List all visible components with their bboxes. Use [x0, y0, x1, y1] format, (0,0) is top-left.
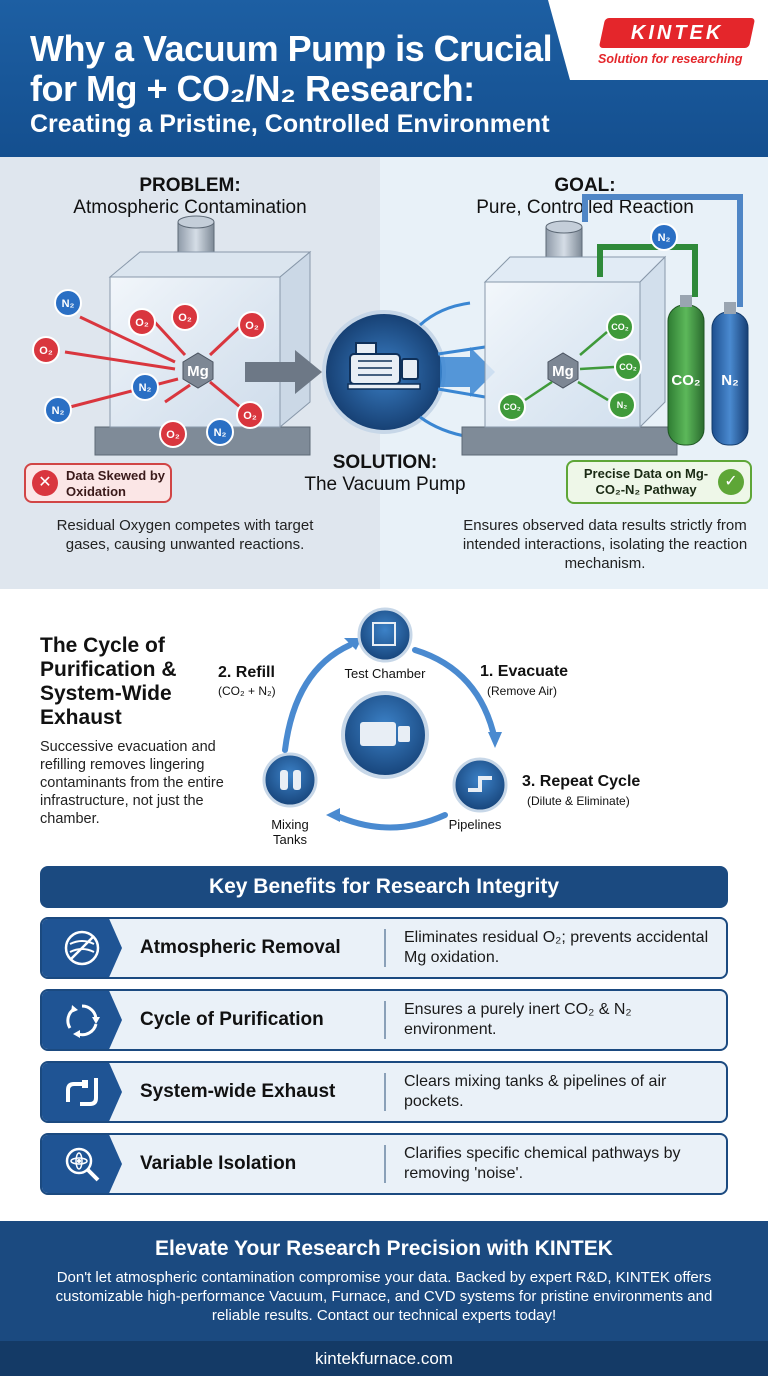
solution-heading: SOLUTION: [332, 452, 438, 473]
divider [384, 1001, 386, 1039]
svg-text:N₂: N₂ [139, 382, 152, 394]
cycle-title: The Cycle of Purification & System-Wide … [40, 634, 177, 729]
benefit-row: System-wide Exhaust Clears mixing tanks … [40, 1061, 728, 1123]
cycle-diagram [262, 607, 508, 831]
goal-description: Ensures observed data results strictly f… [462, 517, 748, 572]
benefit-desc: Ensures a purely inert CO₂ & N₂ environm… [404, 1001, 632, 1038]
page-title-line2: for Mg + CO₂/N₂ Research: [30, 68, 475, 109]
svg-text:N₂: N₂ [617, 400, 628, 410]
benefit-name: System-wide Exhaust [140, 1081, 336, 1102]
reaction-arrows [524, 331, 615, 402]
solution-label: SOLUTION: The Vacuum Pump [285, 452, 485, 496]
co2-cylinder-label: CO₂ [671, 372, 701, 389]
svg-text:O₂: O₂ [135, 317, 149, 329]
problem-title: PROBLEM: Atmospheric Contamination [20, 175, 360, 219]
footer-url[interactable]: kintekfurnace.com [0, 1341, 768, 1376]
contamination-arrows [64, 315, 247, 409]
step-refill-sub: (CO₂ + N₂) [218, 684, 276, 698]
goal-heading: GOAL: [554, 175, 616, 196]
benefit-row: Cycle of Purification Ensures a purely i… [40, 989, 728, 1051]
step-repeat-sub: (Dilute & Eliminate) [527, 794, 630, 808]
divider [384, 1073, 386, 1111]
svg-text:O₂: O₂ [39, 345, 53, 357]
error-x-icon: ✕ [32, 470, 58, 496]
exhaust-arrows [418, 301, 486, 439]
solution-title: The Vacuum Pump [304, 474, 466, 495]
goal-callout: Precise Data on Mg-CO₂-N₂ Pathway ✓ [566, 460, 752, 504]
kintek-logo[interactable]: KINTEK [598, 18, 756, 48]
cta-body: Don't let atmospheric contamination comp… [55, 1269, 713, 1324]
flow-arrow-left [245, 350, 322, 394]
svg-text:Mg: Mg [552, 363, 574, 380]
test-chamber-node [357, 607, 413, 663]
benefit-desc: Clarifies specific chemical pathways by … [404, 1145, 681, 1182]
pipe-n2-label: N₂ [658, 232, 671, 244]
svg-text:N₂: N₂ [62, 298, 75, 310]
mixing-tanks-node [262, 752, 318, 808]
cta-title: Elevate Your Research Precision with KIN… [155, 1237, 613, 1260]
svg-text:CO₂: CO₂ [503, 402, 521, 412]
svg-text:N₂: N₂ [214, 427, 227, 439]
problem-chamber: Mg [94, 215, 312, 456]
svg-text:CO₂: CO₂ [611, 322, 629, 332]
step-repeat: 3. Repeat Cycle [522, 773, 641, 790]
goal-callout-text: Precise Data on Mg-CO₂-N₂ Pathway [583, 466, 709, 497]
cycle-arrows-icon [42, 991, 122, 1049]
divider [384, 929, 386, 967]
problem-heading: PROBLEM: [139, 175, 241, 196]
benefit-row: Variable Isolation Clarifies specific ch… [40, 1133, 728, 1195]
benefit-name: Atmospheric Removal [140, 937, 341, 958]
mixing-tanks-label: Mixing Tanks [271, 817, 309, 847]
svg-text:O₂: O₂ [166, 429, 180, 441]
problem-description: Residual Oxygen competes with target gas… [56, 517, 314, 553]
pipes-icon [42, 1063, 122, 1121]
svg-text:O₂: O₂ [243, 410, 257, 422]
svg-text:N₂: N₂ [52, 405, 65, 417]
page-subtitle: Creating a Pristine, Controlled Environm… [30, 110, 550, 138]
test-chamber-label: Test Chamber [344, 666, 426, 681]
pipelines-label: Pipelines [448, 817, 502, 832]
n2-cylinder-label: N₂ [721, 372, 739, 389]
benefit-name: Cycle of Purification [140, 1009, 324, 1030]
svg-text:O₂: O₂ [245, 320, 259, 332]
benefits-heading: Key Benefits for Research Integrity [40, 866, 728, 908]
cta-section: Elevate Your Research Precision with KIN… [0, 1221, 768, 1341]
benefit-desc: Eliminates residual O₂; prevents acciden… [404, 929, 709, 966]
gas-cylinders [667, 295, 749, 446]
problem-callout-text: Data Skewed by Oxidation [66, 468, 165, 499]
atom-magnifier-icon [42, 1135, 122, 1193]
step-refill: 2. Refill [218, 664, 275, 681]
page-title-line1: Why a Vacuum Pump is Crucial [30, 28, 553, 69]
check-icon: ✓ [718, 469, 744, 495]
logo-text: KINTEK [630, 21, 724, 44]
benefit-desc: Clears mixing tanks & pipelines of air p… [404, 1073, 667, 1110]
logo-tagline: Solution for researching [598, 52, 743, 66]
benefit-name: Variable Isolation [140, 1153, 297, 1174]
divider [384, 1145, 386, 1183]
chamber-illustration: Mg N₂ O₂ N₂ O₂ O₂ N₂ O₂ O₂ N₂ O₂ [32, 194, 749, 456]
goal-chamber: Mg [461, 220, 678, 456]
problem-molecules: N₂ O₂ N₂ O₂ O₂ N₂ O₂ O₂ N₂ O₂ [32, 289, 266, 448]
problem-subtitle: Atmospheric Contamination [73, 197, 307, 218]
step-evacuate-sub: (Remove Air) [487, 684, 558, 698]
goal-molecules: CO₂ CO₂ CO₂ N₂ [498, 313, 642, 421]
vacuum-pump-icon [322, 310, 446, 434]
svg-text:O₂: O₂ [178, 312, 192, 324]
step-evacuate: 1. Evacuate [480, 663, 569, 680]
problem-callout: ✕ Data Skewed by Oxidation [24, 463, 172, 503]
svg-text:CO₂: CO₂ [619, 362, 637, 372]
benefit-row: Atmospheric Removal Eliminates residual … [40, 917, 728, 979]
no-air-icon [42, 919, 122, 977]
svg-text:Mg: Mg [187, 363, 209, 380]
cycle-description: Successive evacuation and refilling remo… [40, 739, 224, 827]
